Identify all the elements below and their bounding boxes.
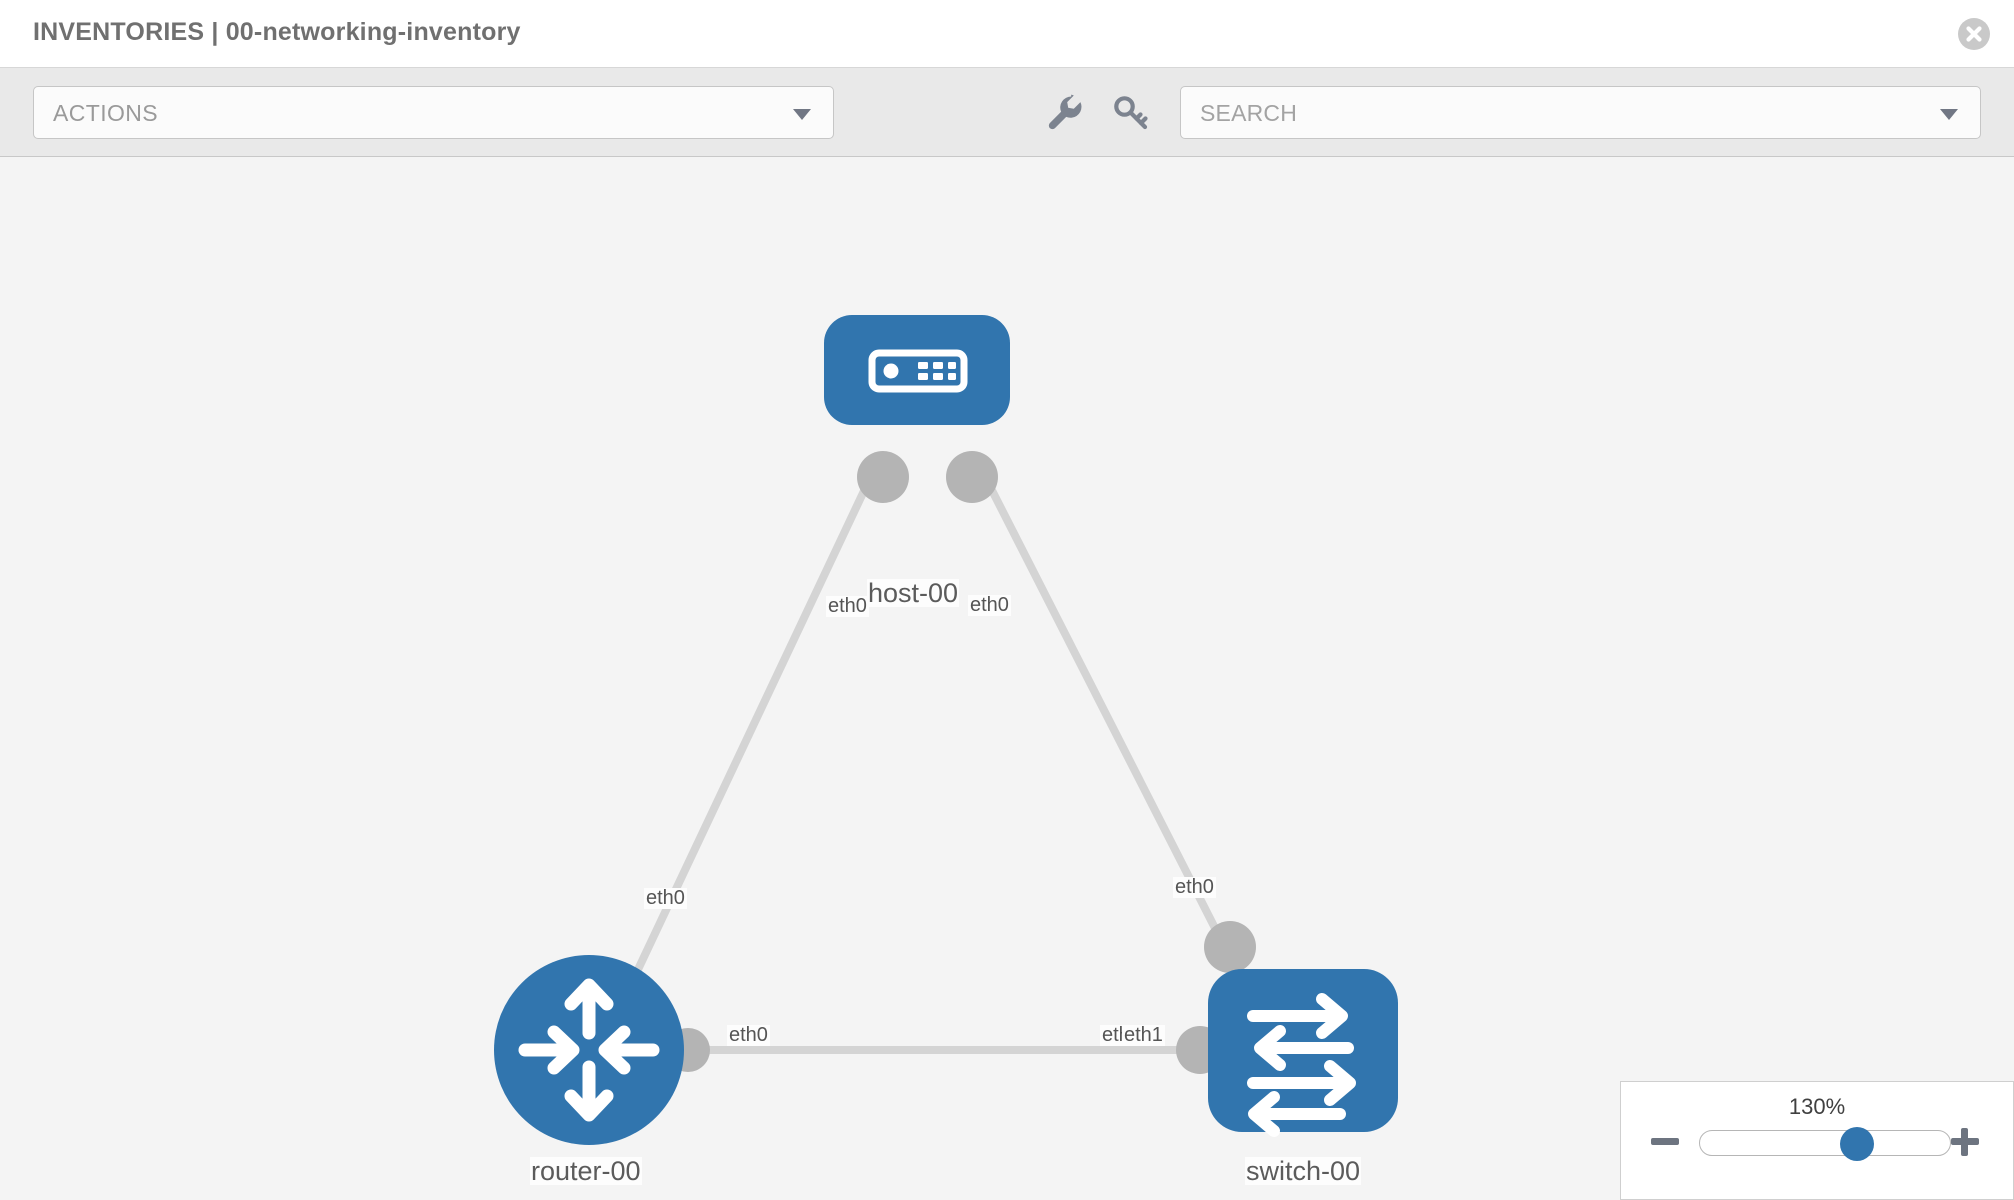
topology-canvas[interactable]: eth0 host-00 eth0 eth0 eth0 eth0 eth0 et… <box>0 157 2014 1200</box>
node-switch-00[interactable] <box>1208 969 1398 1137</box>
endpoint-host00-eth0-right[interactable] <box>946 451 998 503</box>
page-header: INVENTORIES | 00-networking-inventory <box>0 0 2014 68</box>
topology-links <box>596 455 1249 1054</box>
link-host00-switch00[interactable] <box>971 455 1249 989</box>
search-input[interactable]: SEARCH <box>1180 86 1981 139</box>
key-icon[interactable] <box>1110 92 1152 134</box>
node-router-00[interactable] <box>494 955 684 1145</box>
wrench-icon[interactable] <box>1044 92 1086 134</box>
zoom-out-button[interactable] <box>1651 1128 1679 1156</box>
node-host-00[interactable] <box>824 315 1010 425</box>
endpoint-host00-eth0-left[interactable] <box>857 451 909 503</box>
server-appliance-icon <box>868 349 968 393</box>
topology-endpoints <box>666 451 1256 1074</box>
zoom-level-value: 130% <box>1788 1094 1846 1119</box>
zoom-control-panel: 130% <box>1620 1081 2014 1200</box>
node-label-router-00: router-00 <box>530 1156 642 1186</box>
plus-icon-vertical <box>1961 1128 1968 1156</box>
zoom-in-button[interactable] <box>1951 1128 1979 1156</box>
node-label-switch-00: switch-00 <box>1245 1156 1362 1186</box>
node-host-00-shape[interactable] <box>824 315 1010 425</box>
minus-icon <box>1651 1138 1679 1145</box>
link-label-router00-eth0-uplink: eth0 <box>644 887 687 909</box>
topology-graph <box>494 315 1398 1145</box>
router-arrows-icon <box>518 978 660 1122</box>
link-label-router00-eth0: eth0 <box>727 1024 770 1046</box>
zoom-slider[interactable] <box>1699 1127 1951 1161</box>
chevron-down-icon[interactable] <box>1940 108 1958 120</box>
link-label-host00-eth0-left: eth0 <box>826 595 869 617</box>
node-label-host-00: host-00 <box>867 578 960 608</box>
page-title: INVENTORIES | 00-networking-inventory <box>33 18 521 46</box>
chevron-down-icon <box>793 108 811 120</box>
link-label-switch00-eth0-uplink: eth0 <box>1173 876 1216 898</box>
endpoint-switch00-eth0[interactable] <box>1204 921 1256 973</box>
link-host00-router00[interactable] <box>596 455 884 1052</box>
node-router-00-shape[interactable] <box>494 955 684 1145</box>
search-placeholder: SEARCH <box>1200 100 1298 126</box>
link-label-host00-eth0-right: eth0 <box>968 594 1011 616</box>
switch-arrows-icon <box>1247 993 1356 1137</box>
link-label-switch00-eth1: eth1 <box>1122 1024 1165 1046</box>
actions-dropdown-label: ACTIONS <box>53 100 159 126</box>
toolbar: ACTIONS SEARCH <box>0 68 2014 157</box>
zoom-slider-thumb[interactable] <box>1840 1127 1874 1161</box>
close-icon[interactable] <box>1958 18 1990 50</box>
actions-dropdown[interactable]: ACTIONS <box>33 86 834 139</box>
